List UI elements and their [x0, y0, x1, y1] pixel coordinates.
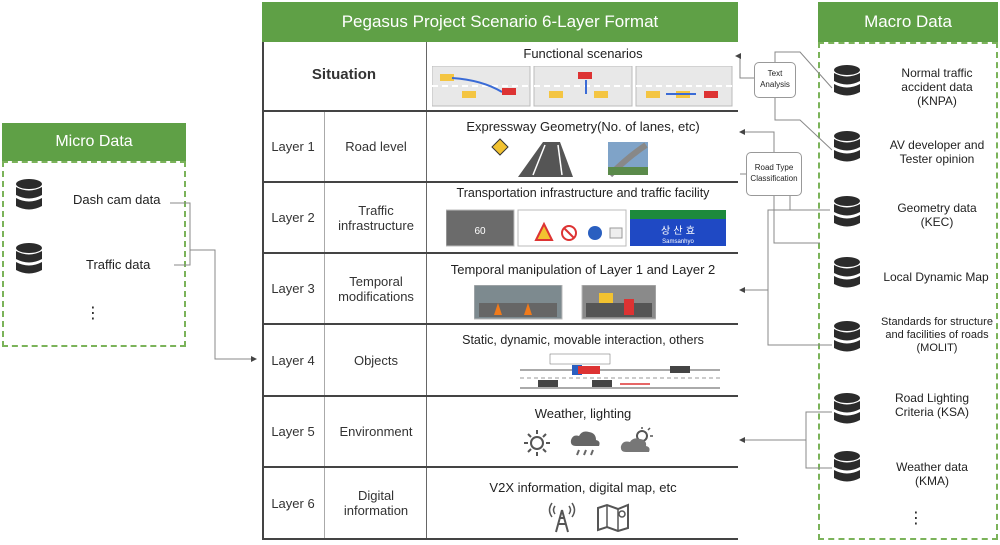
table-col-divider-2: [324, 112, 325, 540]
table-col-divider: [426, 42, 427, 540]
rain-cloud-icon: [570, 431, 600, 456]
scenario-image-3: [635, 66, 733, 107]
layer-6-number: Layer 6: [271, 495, 315, 511]
macro-item-av-developer: AV developer and Tester opinion: [889, 138, 985, 166]
database-icon: [834, 257, 860, 288]
row-divider: [262, 466, 738, 468]
micro-item-dash-cam: Dash cam data: [73, 192, 161, 207]
macro-data-panel: [818, 42, 998, 540]
macro-item-ksa: Road Lighting Criteria (KSA): [894, 391, 970, 419]
layer-1-title: Expressway Geometry(No. of lanes, etc): [466, 119, 700, 134]
layer-3-title: Temporal manipulation of Layer 1 and Lay…: [450, 262, 716, 277]
layer-2-category: Traffic infrastructure: [338, 202, 414, 233]
macro-data-header: Macro Data: [818, 2, 998, 42]
road-type-box: Road Type Classification: [746, 152, 802, 196]
macro-item-kma: Weather data (KMA): [896, 460, 968, 488]
layer-4-number: Layer 4: [271, 352, 315, 368]
layer-4-title: Static, dynamic, movable interaction, ot…: [462, 333, 704, 347]
map-icon: [597, 503, 629, 532]
row-divider: [262, 181, 738, 183]
macro-item-geometry: Geometry data (KEC): [897, 201, 977, 229]
main-header: Pegasus Project Scenario 6-Layer Format: [262, 2, 738, 42]
layer-1-number: Layer 1: [271, 139, 315, 154]
macro-item-knpa: Normal traffic accident data (KNPA): [901, 66, 973, 108]
macro-data-title: Macro Data: [864, 12, 952, 31]
functional-scenario-images: [432, 66, 733, 107]
database-icon: [834, 451, 860, 482]
table-left-border: [262, 42, 264, 540]
database-icon: [16, 243, 42, 274]
text-analysis-box: Text Analysis: [754, 62, 796, 98]
database-icon: [834, 321, 860, 352]
situation-title: Functional scenarios: [523, 46, 643, 61]
main-title: Pegasus Project Scenario 6-Layer Format: [341, 12, 659, 31]
database-icon: [834, 393, 860, 424]
road-sign-text: 상 산 효: [661, 225, 695, 237]
partly-cloudy-icon: [620, 427, 653, 452]
layer-5-title: Weather, lighting: [534, 406, 632, 421]
temporal-modification-images: [474, 285, 656, 320]
scenario-image-2: [533, 66, 633, 107]
micro-data-header: Micro Data: [2, 123, 186, 161]
layer-2-title: Transportation infrastructure and traffi…: [456, 186, 710, 200]
database-icon: [834, 131, 860, 162]
layer-6-category: Digital information: [343, 488, 409, 518]
road-geometry-images: [491, 138, 648, 177]
layer-3-number: Layer 3: [271, 281, 315, 296]
road-sign-subtext: Samsanhyo: [662, 239, 694, 245]
traffic-facility-images: 60 상 산 효 Samsanhyo: [446, 209, 726, 247]
sun-icon: [524, 430, 550, 456]
macro-item-molit: Standards for structure and facilities o…: [881, 316, 993, 354]
objects-diagram: [520, 353, 720, 389]
layer-3-category: Temporal modifications: [338, 273, 414, 304]
antenna-tower-icon: [548, 502, 576, 533]
scenario-image-1: [432, 66, 531, 107]
micro-data-title: Micro Data: [55, 133, 133, 150]
macro-ellipsis: ⋮: [908, 510, 924, 527]
row-divider: [262, 110, 738, 112]
database-icon: [834, 196, 860, 227]
micro-data-panel: [2, 161, 186, 347]
situation-label: Situation: [311, 66, 377, 83]
micro-ellipsis: ⋮: [85, 305, 101, 322]
row-divider: [262, 538, 738, 540]
macro-item-ldm: Local Dynamic Map: [883, 270, 989, 284]
layer-5-number: Layer 5: [271, 424, 315, 439]
layer-4-category: Objects: [353, 352, 399, 368]
row-divider: [262, 395, 738, 397]
row-divider: [262, 323, 738, 325]
layer-2-number: Layer 2: [271, 210, 315, 225]
database-icon: [834, 65, 860, 96]
row-divider: [262, 252, 738, 254]
svg-text:60: 60: [474, 226, 486, 237]
database-icon: [16, 179, 42, 210]
layer-5-category: Environment: [339, 424, 413, 439]
layer-1-category: Road level: [345, 139, 407, 154]
warning-sign-icon: [491, 138, 509, 156]
micro-item-traffic: Traffic data: [86, 257, 151, 272]
layer-6-title: V2X information, digital map, etc: [489, 480, 677, 495]
